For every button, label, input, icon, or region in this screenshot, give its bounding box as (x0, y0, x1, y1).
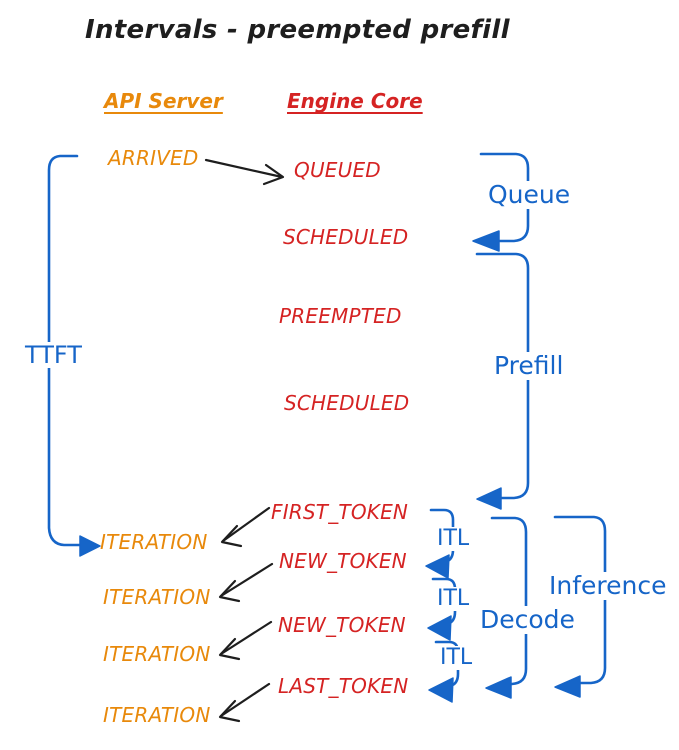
arrowhead-new-token-2-iteration-icon (218, 637, 241, 661)
event-new-token-1: NEW_TOKEN (279, 549, 407, 573)
itl-arrowhead-3-icon (428, 677, 454, 703)
event-queued: QUEUED (294, 158, 381, 182)
inference-arrowhead-icon (554, 675, 581, 698)
ttft-arrowhead-icon (79, 535, 101, 557)
arrowhead-new-token-1-iteration-icon (218, 579, 241, 603)
event-scheduled-2: SCHEDULED (284, 391, 410, 415)
decode-bracket (490, 516, 528, 686)
page-title: Intervals - preempted prefill (85, 15, 510, 45)
event-first-token: FIRST_TOKEN (271, 500, 409, 524)
interval-label-inference: Inference (546, 572, 670, 600)
interval-label-itl-2: ITL (434, 586, 473, 612)
event-iteration-2: ITERATION (103, 585, 211, 609)
arrowhead-last-token-iteration-icon (218, 699, 241, 723)
arrowhead-first-token-iteration-icon (220, 524, 243, 548)
arrowhead-arrived-queued-icon (262, 163, 285, 186)
inference-bracket (553, 515, 607, 685)
arrow-first-token-iteration (221, 506, 271, 543)
queue-arrowhead-icon (472, 230, 500, 252)
arrow-last-token-iteration (219, 682, 271, 718)
interval-label-decode: Decode (477, 606, 578, 634)
arrow-arrived-queued (204, 158, 284, 179)
itl-arrowhead-1-icon (425, 554, 450, 579)
event-iteration-1: ITERATION (100, 530, 208, 554)
prefill-arrowhead-icon (476, 487, 502, 510)
arrow-new-token-2-iteration (219, 620, 273, 656)
event-arrived: ARRIVED (108, 146, 199, 170)
event-preempted: PREEMPTED (279, 304, 402, 328)
interval-label-ttft: TTFT (22, 342, 85, 368)
interval-label-prefill: Prefill (491, 352, 567, 380)
interval-label-itl-3: ITL (437, 645, 476, 671)
event-iteration-3: ITERATION (103, 642, 211, 666)
column-header-api-server: API Server (104, 89, 223, 113)
event-iteration-4: ITERATION (103, 703, 211, 727)
event-new-token-2: NEW_TOKEN (278, 613, 406, 637)
column-header-engine-core: Engine Core (287, 89, 423, 113)
arrow-new-token-1-iteration (219, 562, 274, 598)
interval-label-queue: Queue (485, 181, 574, 209)
decode-arrowhead-icon (485, 676, 512, 699)
interval-label-itl-1: ITL (434, 526, 473, 552)
event-last-token: LAST_TOKEN (278, 674, 409, 698)
event-scheduled-1: SCHEDULED (283, 225, 409, 249)
itl-arrowhead-2-icon (427, 615, 452, 641)
